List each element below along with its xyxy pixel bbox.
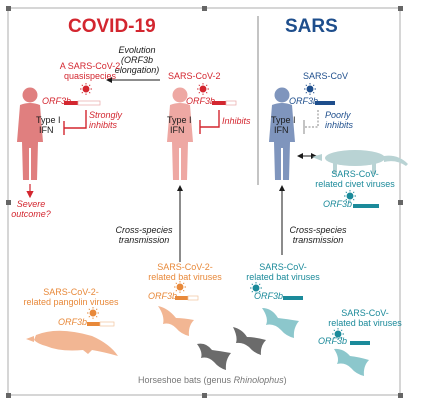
evolution-line-2: (ORF3b (120, 54, 153, 65)
outcome-line-2: outcome? (11, 208, 51, 219)
pangolin-virus-label: SARS-CoV-2- related pangolin viruses (16, 287, 126, 308)
pangolin-line-1: SARS-CoV-2- (43, 287, 99, 297)
bat-covid-virus-label: SARS-CoV-2- related bat viruses (140, 262, 230, 283)
footer-prefix: Horseshoe bats (genus (138, 375, 234, 385)
resize-handle-top-left[interactable] (6, 6, 11, 11)
virus-label-left: A SARS-CoV-2 quasispecies (50, 61, 130, 82)
covid-header: COVID-19 (68, 16, 156, 37)
ifn-label-right: IFN (274, 125, 289, 135)
civet-virus-line-2: related civet viruses (315, 178, 395, 189)
human-right-figure (269, 87, 295, 180)
resize-handle-middle-left[interactable] (6, 200, 11, 205)
evolution-label: Evolution (ORF3b elongation) (106, 45, 168, 76)
resize-handle-top-right[interactable] (398, 6, 403, 11)
resize-handle-bottom-left[interactable] (6, 393, 11, 398)
virus-label-left-line-2: quasispecies (63, 70, 117, 81)
orf3b-bar-bat-sars-top (283, 296, 303, 300)
effect-label-right-line-2: inhibits (325, 119, 354, 130)
effect-label-middle: Inhibits (222, 116, 251, 126)
transmission-label-left: Cross-species transmission (110, 225, 178, 246)
resize-handle-middle-right[interactable] (398, 200, 403, 205)
virus-icon-bat-covid (174, 281, 186, 293)
bat-sars-bottom-virus-label: SARS-CoV- related bat viruses (320, 308, 410, 329)
bat-covid-line-1: SARS-CoV-2- (157, 262, 213, 272)
ifn-label-middle: IFN (170, 125, 185, 135)
footer-suffix: ) (283, 375, 287, 385)
bat-sars-top-line-2: related bat viruses (246, 271, 320, 282)
bat-sars-top-virus-label: SARS-CoV- related bat viruses (238, 262, 328, 283)
virus-icon-left (80, 83, 92, 95)
evolution-line-1: Evolution (118, 45, 156, 55)
sars-header: SARS (285, 16, 338, 37)
transmission-right-line-1: Cross-species (289, 225, 347, 235)
civet-figure (312, 150, 408, 174)
pangolin-line-2: related pangolin viruses (23, 296, 119, 307)
bat-sars-bottom-line-2: related bat viruses (328, 317, 402, 328)
virus-label-left-line-1: A SARS-CoV-2 (59, 61, 121, 71)
outcome-line-1: Severe (16, 199, 46, 209)
virus-icon-bat-sars-bottom (332, 328, 344, 340)
orf3b-bar-bat-covid (175, 295, 199, 301)
orf3b-label-left: ORF3b (42, 96, 72, 106)
transmission-left-line-1: Cross-species (115, 225, 173, 235)
footer-genus: Rhinolophus (233, 375, 284, 385)
effect-label-left: Strongly inhibits (89, 110, 123, 131)
virus-label-middle: SARS-CoV-2 (168, 71, 221, 81)
outcome-label: Severe outcome? (4, 199, 58, 220)
virus-icon-middle (197, 83, 209, 95)
resize-handle-bottom-middle[interactable] (202, 393, 207, 398)
human-left-figure (17, 87, 43, 180)
resize-handle-top-middle[interactable] (202, 6, 207, 11)
orf3b-label-pangolin: ORF3b (58, 317, 88, 327)
virus-label-right: SARS-CoV (303, 71, 349, 81)
orf3b-bar-civet (353, 204, 379, 208)
type-label-left: Type I (36, 115, 61, 125)
bat-covid-line-2: related bat viruses (148, 271, 222, 282)
effect-label-right-line-1: Poorly (325, 110, 351, 120)
orf3b-bar-pangolin (87, 321, 115, 327)
footer-caption: Horseshoe bats (genus Rhinolophus) (138, 375, 287, 386)
inhibit-symbol-right (303, 110, 319, 134)
bat-sars-top-line-1: SARS-CoV- (259, 262, 307, 272)
virus-icon-right (304, 83, 316, 95)
orf3b-label-bat-covid: ORF3b (148, 291, 178, 301)
inhibit-symbol-middle (199, 110, 220, 134)
transmission-right-line-2: transmission (292, 234, 344, 245)
type-label-middle: Type I (167, 115, 192, 125)
ifn-label-left: IFN (39, 125, 54, 135)
civet-virus-line-1: SARS-CoV- (331, 169, 379, 179)
orf3b-label-middle: ORF3b (186, 96, 216, 106)
orf3b-bar-bat-sars-bottom (350, 341, 370, 345)
resize-handle-bottom-right[interactable] (398, 393, 403, 398)
bat-sars-bottom-line-1: SARS-CoV- (341, 308, 389, 318)
virus-icon-civet (344, 190, 356, 202)
civet-virus-label: SARS-CoV- related civet viruses (305, 169, 405, 190)
orf3b-bar-left (64, 100, 101, 106)
effect-label-left-line-1: Strongly (89, 110, 123, 120)
effect-label-left-line-2: inhibits (89, 119, 118, 130)
inhibit-symbol-left (63, 110, 87, 135)
virus-icon-bat-sars-top (250, 282, 262, 294)
human-middle-figure (167, 87, 193, 180)
virus-icon-pangolin (87, 307, 99, 319)
evolution-line-3: elongation) (114, 64, 160, 75)
transmission-label-right: Cross-species transmission (284, 225, 352, 246)
orf3b-label-bat-sars-top: ORF3b (254, 291, 284, 301)
transmission-left-line-2: transmission (118, 234, 170, 245)
bat-teal-top (262, 308, 299, 338)
orf3b-bar-middle (212, 100, 237, 106)
bat-gray-right (233, 327, 266, 355)
type-label-right: Type I (271, 115, 296, 125)
orf3b-label-civet: ORF3b (323, 199, 353, 209)
bat-gray-left (197, 343, 231, 370)
effect-label-right: Poorly inhibits (325, 110, 354, 131)
orf3b-label-bat-sars-bottom: ORF3b (318, 336, 348, 346)
orf3b-label-right: ORF3b (289, 96, 319, 106)
bat-teal-bottom (334, 348, 369, 376)
pangolin-figure (26, 330, 118, 356)
orf3b-bar-right (315, 101, 335, 105)
bat-orange (158, 306, 194, 336)
